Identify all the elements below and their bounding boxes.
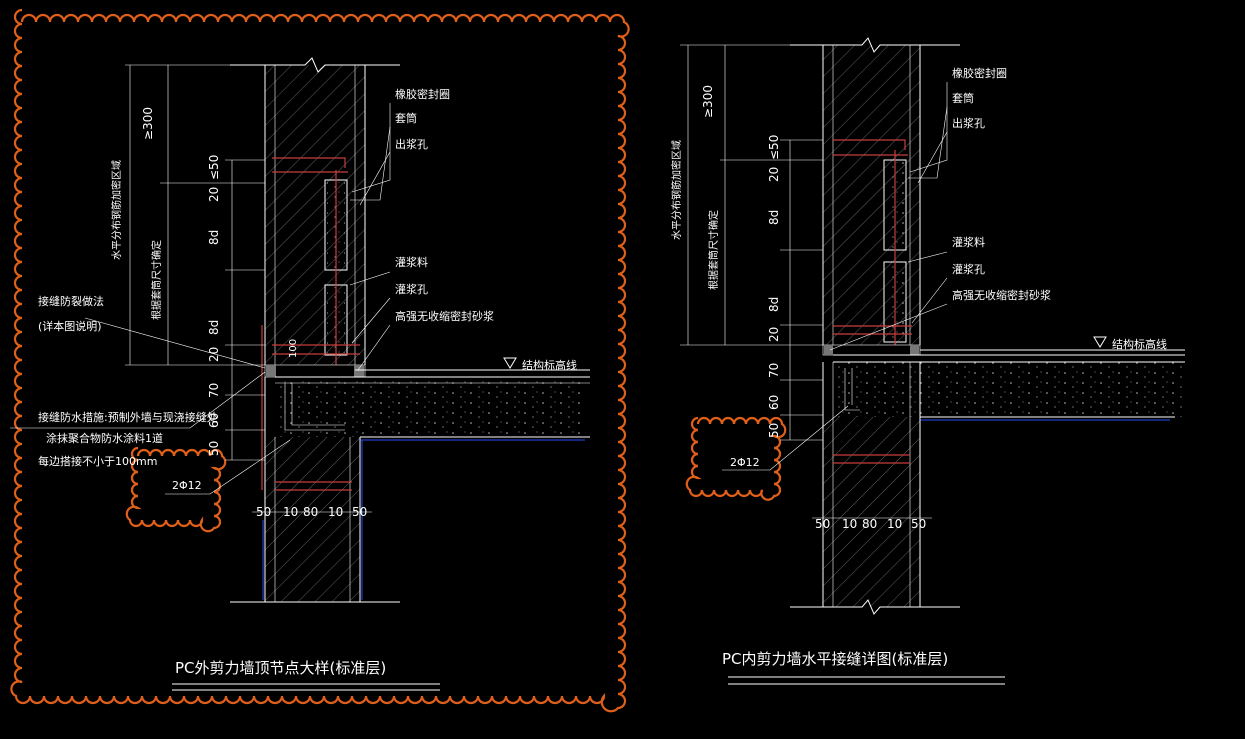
right-level-line-label: 结构标高线 xyxy=(1112,337,1167,351)
left-hdim-10a: 10 xyxy=(283,505,298,519)
right-dim-8d-a: 8d xyxy=(767,210,781,225)
slab-left xyxy=(275,377,585,437)
right-hdim-50b: 50 xyxy=(911,517,926,531)
revision-cloud-arc xyxy=(685,416,787,501)
left-mortar-label: 高强无收缩密封砂浆 xyxy=(395,309,494,323)
left-level-line-label: 结构标高线 xyxy=(522,358,577,372)
left-dim-20b: 20 xyxy=(207,347,221,362)
right-grout-in-label: 灌浆孔 xyxy=(952,262,985,276)
left-grout-out-label: 出浆孔 xyxy=(395,137,428,151)
left-dim-100: 100 xyxy=(288,339,299,358)
upper-wall-hatch xyxy=(265,65,365,365)
waterproof-label-1: 接缝防水措施:预制外墙与现浇接缝处 xyxy=(38,410,218,424)
small-revision-cloud-left xyxy=(125,446,227,533)
left-grout-mat-label: 灌浆料 xyxy=(395,255,428,269)
left-detail: 结构标高线 ≥300 ≤50 20 8d 8d 20 70 60 50 水平分布… xyxy=(10,8,630,713)
left-dim-50: 50 xyxy=(207,441,221,456)
joint-method-label-1: 接缝防裂做法 xyxy=(38,294,104,308)
break-line-top xyxy=(230,57,400,73)
right-detail: 结构标高线 ≥300 ≤50 20 8d 8d 20 70 60 50 水平分布… xyxy=(670,37,1185,685)
right-hdim-10a: 10 xyxy=(842,517,857,531)
small-revision-cloud-right xyxy=(685,416,787,501)
right-sleeve-label: 套筒 xyxy=(952,91,974,105)
left-dim-8d-a: 8d xyxy=(207,230,221,245)
left-grout-in-label: 灌浆孔 xyxy=(395,282,428,296)
left-dim-20a: 20 xyxy=(207,187,221,202)
left-hdim-50b: 50 xyxy=(352,505,367,519)
left-rubber-seal-label: 橡胶密封圈 xyxy=(395,87,450,101)
right-dim-50: 50 xyxy=(767,423,781,438)
waterproof-label-2: 涂抹聚合物防水涂料1道 xyxy=(46,431,163,445)
right-hdim-10b: 10 xyxy=(887,517,902,531)
left-rebar-label: 2Φ12 xyxy=(172,479,202,492)
left-hdim-80: 80 xyxy=(303,505,318,519)
left-dim-8d-b: 8d xyxy=(207,320,221,335)
left-dim-60: 60 xyxy=(207,413,221,428)
left-sleeve-label: 套筒 xyxy=(395,111,417,125)
right-title: PC内剪力墙水平接缝详图(标准层) xyxy=(722,650,948,668)
right-dim-20b: 20 xyxy=(767,327,781,342)
left-dim-le50: ≤50 xyxy=(207,155,221,180)
left-title: PC外剪力墙顶节点大样(标准层) xyxy=(175,659,386,677)
left-dim-ge300: ≥300 xyxy=(141,107,155,140)
right-grout-mat-label: 灌浆料 xyxy=(952,235,985,249)
right-dim-ge300: ≥300 xyxy=(701,85,715,118)
left-hdim-50a: 50 xyxy=(256,505,271,519)
right-dim-20a: 20 xyxy=(767,167,781,182)
right-rebar-label: 2Φ12 xyxy=(730,456,760,469)
right-vert-zone-label: 水平分布钢筋加密区域 xyxy=(670,140,683,240)
lower-wall-hatch xyxy=(265,437,360,602)
right-break-line-top xyxy=(790,37,960,53)
right-rubber-seal-label: 橡胶密封圈 xyxy=(952,66,1007,80)
right-hdim-80: 80 xyxy=(862,517,877,531)
left-hdim-10b: 10 xyxy=(328,505,343,519)
revision-cloud-arc xyxy=(10,8,630,713)
left-dim-70: 70 xyxy=(207,383,221,398)
left-vert-size-label: 根据套筒尺寸确定 xyxy=(150,240,163,320)
right-upper-wall-hatch xyxy=(823,45,920,345)
right-dim-le50: ≤50 xyxy=(767,135,781,160)
right-dim-8d-b: 8d xyxy=(767,297,781,312)
right-vert-size-label: 根据套筒尺寸确定 xyxy=(707,210,720,290)
right-hdim-50a: 50 xyxy=(815,517,830,531)
waterproof-label-3: 每边搭接不小于100mm xyxy=(38,454,157,468)
right-grout-out-label: 出浆孔 xyxy=(952,116,985,130)
right-dim-60: 60 xyxy=(767,395,781,410)
right-dim-70: 70 xyxy=(767,363,781,378)
joint-method-label-2: (详本图说明) xyxy=(38,319,102,333)
right-mortar-label: 高强无收缩密封砂浆 xyxy=(952,288,1051,302)
revision-cloud-arc xyxy=(125,446,227,533)
left-vert-zone-label: 水平分布钢筋加密区域 xyxy=(110,160,123,260)
left-revision-cloud xyxy=(10,8,630,713)
